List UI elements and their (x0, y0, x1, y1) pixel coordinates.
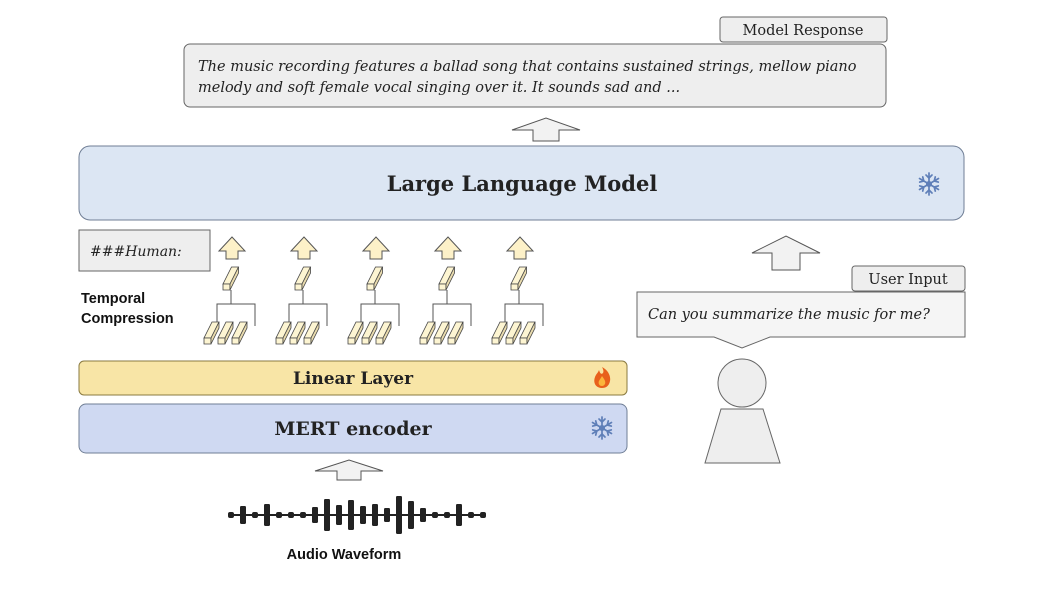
waveform-bar (444, 512, 450, 518)
token-group (347, 236, 400, 345)
input-token (203, 321, 220, 345)
waveform-bar (372, 504, 378, 526)
waveform-bar (312, 507, 318, 523)
compression-bracket (432, 303, 472, 326)
compressed-token (294, 266, 312, 291)
waveform-bar (264, 504, 270, 526)
waveform-bar (396, 496, 402, 534)
user-body (704, 408, 781, 464)
model-response-label: Model Response (743, 23, 864, 39)
waveform-bar (348, 500, 354, 530)
input-token (217, 321, 234, 345)
input-token (375, 321, 392, 345)
token-up-arrow (361, 236, 391, 260)
waveform-bar (228, 512, 234, 518)
waveform-bar (288, 512, 294, 518)
waveform-bar (336, 505, 342, 525)
token-group (203, 236, 256, 345)
input-token (519, 321, 536, 345)
waveform-bar (252, 512, 258, 518)
input-token (433, 321, 450, 345)
waveform-bar (360, 506, 366, 524)
model-response-line-1: The music recording features a ballad so… (198, 59, 857, 75)
token-group (275, 236, 328, 345)
arrow-user-to-llm (751, 235, 821, 271)
waveform-bar (300, 512, 306, 518)
mert-encoder-block (78, 403, 628, 454)
waveform-bar (408, 501, 414, 529)
waveform-bar (420, 508, 426, 522)
token-up-arrow (505, 236, 535, 260)
mert-encoder-label: MERT encoder (274, 418, 432, 440)
input-token (303, 321, 320, 345)
human-prompt-box (78, 229, 211, 272)
input-token (419, 321, 436, 345)
user-head (717, 358, 767, 408)
flame-icon (594, 367, 611, 388)
model-response-line-2: melody and soft female vocal singing ove… (198, 80, 680, 96)
model-response-box (183, 43, 887, 108)
token-group (419, 236, 472, 345)
user-input-label: User Input (868, 272, 947, 288)
token-groups (203, 236, 544, 345)
token-up-arrow (289, 236, 319, 260)
llm-block (78, 145, 965, 221)
temporal-compression-label-1: Temporal (81, 291, 145, 307)
input-token (505, 321, 522, 345)
llm-label: Large Language Model (387, 171, 658, 196)
linear-layer-label: Linear Layer (293, 369, 414, 389)
waveform-bar (240, 506, 246, 524)
input-token (289, 321, 306, 345)
waveform-bar (456, 504, 462, 526)
user-input-text: Can you summarize the music for me? (648, 307, 930, 323)
token-group (491, 236, 544, 345)
audio-waveform (228, 496, 486, 534)
compressed-token (510, 266, 528, 291)
input-token (231, 321, 248, 345)
compression-bracket (360, 303, 400, 326)
temporal-compression-label-2: Compression (81, 311, 174, 327)
waveform-bar (384, 508, 390, 522)
user-input-bubble (636, 291, 966, 349)
input-token (447, 321, 464, 345)
linear-layer-block (78, 360, 628, 396)
waveform-bar (480, 512, 486, 518)
compression-bracket (504, 303, 544, 326)
compressed-token (438, 266, 456, 291)
token-up-arrow (433, 236, 463, 260)
input-token (275, 321, 292, 345)
input-token (347, 321, 364, 345)
token-up-arrow (217, 236, 247, 260)
compressed-token (366, 266, 384, 291)
compression-bracket (216, 303, 256, 326)
arrow-audio-to-mert (314, 459, 384, 481)
input-token (361, 321, 378, 345)
compressed-token (222, 266, 240, 291)
audio-waveform-label: Audio Waveform (287, 547, 402, 563)
arrow-llm-to-response (511, 117, 581, 142)
waveform-bar (432, 512, 438, 518)
waveform-bar (276, 512, 282, 518)
waveform-bar (324, 499, 330, 531)
compression-bracket (288, 303, 328, 326)
waveform-bar (468, 512, 474, 518)
user-input-tag (851, 265, 966, 292)
input-token (491, 321, 508, 345)
model-response-tag (719, 16, 888, 43)
human-prompt-label: ###Human: (90, 244, 182, 260)
